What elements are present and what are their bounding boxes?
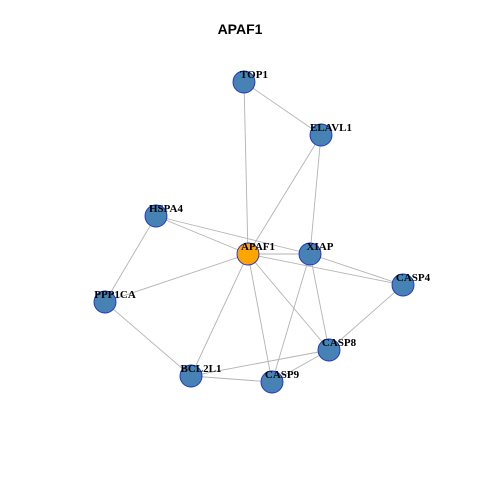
node-label-ppp1ca: PPP1CA — [94, 289, 136, 301]
edge-elavl1-xiap — [309, 134, 322, 255]
node-casp8: CASP8 — [317, 337, 357, 362]
edge-casp4-casp8 — [328, 284, 404, 351]
edge-hspa4-xiap — [155, 215, 311, 255]
edge-xiap-casp4 — [309, 253, 404, 286]
edge-xiap-casp8 — [309, 253, 330, 351]
edge-hspa4-ppp1ca — [104, 215, 157, 303]
node-circle-xiap — [298, 242, 322, 266]
edge-ppp1ca-bcl2l1 — [104, 301, 192, 377]
graph-title: APAF1 — [217, 21, 263, 37]
node-bcl2l1: BCL2L1 — [179, 363, 222, 388]
node-label-top1: TOP1 — [240, 69, 268, 81]
node-circle-casp4 — [391, 273, 415, 297]
node-circle-top1 — [232, 70, 256, 94]
node-label-elavl1: ELAVL1 — [310, 122, 352, 134]
node-casp9: CASP9 — [260, 369, 300, 394]
node-top1: TOP1 — [232, 69, 268, 94]
node-apaf1: APAF1 — [236, 241, 275, 266]
edge-layer — [104, 81, 404, 383]
node-hspa4: HSPA4 — [144, 203, 184, 228]
node-circle-ppp1ca — [93, 290, 117, 314]
node-label-casp4: CASP4 — [396, 272, 431, 284]
edge-apaf1-casp9 — [247, 253, 273, 383]
node-xiap: XIAP — [298, 241, 334, 266]
node-circle-elavl1 — [309, 123, 333, 147]
node-label-apaf1: APAF1 — [241, 241, 275, 253]
node-circle-casp8 — [317, 338, 341, 362]
node-circle-casp9 — [260, 370, 284, 394]
node-casp4: CASP4 — [391, 272, 431, 297]
node-elavl1: ELAVL1 — [309, 122, 352, 147]
edge-elavl1-apaf1 — [247, 134, 322, 255]
edge-apaf1-ppp1ca — [104, 253, 249, 303]
edge-top1-apaf1 — [243, 81, 249, 255]
node-circle-apaf1 — [236, 242, 260, 266]
edge-apaf1-casp4 — [247, 253, 404, 286]
node-label-bcl2l1: BCL2L1 — [181, 363, 222, 375]
edge-casp8-bcl2l1 — [190, 349, 330, 377]
edge-apaf1-casp8 — [247, 253, 330, 351]
edge-hspa4-apaf1 — [155, 215, 249, 255]
node-label-xiap: XIAP — [307, 241, 334, 253]
node-circle-hspa4 — [144, 204, 168, 228]
edge-bcl2l1-casp9 — [190, 375, 273, 383]
edge-xiap-casp9 — [271, 253, 311, 383]
edge-apaf1-bcl2l1 — [190, 253, 249, 377]
node-circle-bcl2l1 — [179, 364, 203, 388]
node-label-hspa4: HSPA4 — [149, 203, 184, 215]
edge-top1-elavl1 — [243, 81, 322, 136]
node-ppp1ca: PPP1CA — [93, 289, 136, 314]
node-label-casp8: CASP8 — [322, 337, 357, 349]
node-label-casp9: CASP9 — [265, 369, 300, 381]
